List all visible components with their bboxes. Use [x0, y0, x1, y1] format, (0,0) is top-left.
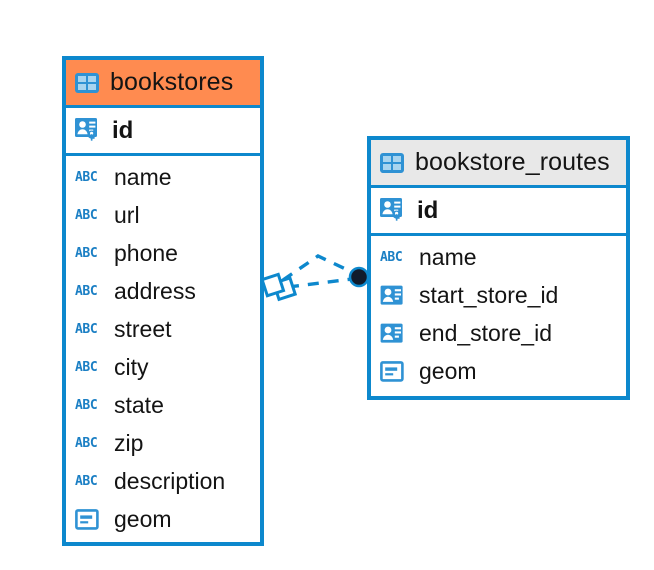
- entity-bookstores[interactable]: bookstores: [62, 56, 264, 546]
- field-row-geom[interactable]: geom: [66, 500, 260, 538]
- field-row-name[interactable]: ABC name: [371, 238, 626, 276]
- field-list-bookstore-routes: ABC name start_store_id: [371, 236, 626, 394]
- field-label: description: [114, 467, 226, 494]
- filled-circle-marker: [348, 266, 370, 288]
- field-label: geom: [114, 505, 172, 532]
- primary-key-section: id: [371, 188, 626, 236]
- field-label: url: [114, 201, 140, 228]
- entity-header-bookstore-routes[interactable]: bookstore_routes: [371, 140, 626, 188]
- field-row-zip[interactable]: ABC zip: [66, 424, 260, 462]
- field-row-address[interactable]: ABC address: [66, 272, 260, 310]
- primary-key-icon: [380, 197, 408, 224]
- field-label: start_store_id: [419, 281, 559, 308]
- field-label: state: [114, 391, 164, 418]
- text-field-icon: ABC: [75, 283, 98, 299]
- field-row-start-store-id[interactable]: start_store_id: [371, 276, 626, 314]
- field-row-geom[interactable]: geom: [371, 352, 626, 390]
- field-list-bookstores: ABC name ABC url ABC phone ABC address A…: [66, 156, 260, 542]
- relationship-line-straight: [287, 277, 353, 289]
- field-row-end-store-id[interactable]: end_store_id: [371, 314, 626, 352]
- text-field-icon: ABC: [75, 207, 98, 223]
- field-label: address: [114, 277, 196, 304]
- entity-title: bookstore_routes: [415, 148, 610, 176]
- field-row-primary-key[interactable]: id: [66, 108, 260, 153]
- text-field-icon: ABC: [75, 473, 98, 489]
- field-label: end_store_id: [419, 319, 552, 346]
- foreign-key-icon: [380, 285, 410, 306]
- field-row-name[interactable]: ABC name: [66, 158, 260, 196]
- geometry-field-icon: [380, 360, 410, 382]
- text-field-icon: ABC: [75, 435, 98, 451]
- field-label: city: [114, 353, 149, 380]
- field-label: street: [114, 315, 172, 342]
- field-label: phone: [114, 239, 178, 266]
- field-row-primary-key[interactable]: id: [371, 188, 626, 233]
- primary-key-icon: [75, 117, 103, 144]
- field-label: name: [114, 163, 172, 190]
- text-field-icon: ABC: [75, 321, 98, 337]
- text-field-icon: ABC: [75, 169, 98, 185]
- entity-bookstore-routes[interactable]: bookstore_routes: [367, 136, 630, 400]
- entity-title: bookstores: [110, 68, 234, 96]
- diamond-marker: [260, 272, 298, 302]
- field-row-city[interactable]: ABC city: [66, 348, 260, 386]
- field-label: geom: [419, 357, 477, 384]
- field-label: id: [417, 196, 439, 224]
- field-row-description[interactable]: ABC description: [66, 462, 260, 500]
- geometry-field-icon: [75, 508, 105, 530]
- text-field-icon: ABC: [75, 245, 98, 261]
- field-label: name: [419, 243, 477, 270]
- field-row-street[interactable]: ABC street: [66, 310, 260, 348]
- foreign-key-icon: [380, 323, 410, 344]
- text-field-icon: ABC: [75, 359, 98, 375]
- table-icon: [74, 72, 100, 94]
- field-row-phone[interactable]: ABC phone: [66, 234, 260, 272]
- field-label: zip: [114, 429, 144, 456]
- relationship-line-arc: [282, 254, 355, 282]
- table-icon: [379, 152, 405, 174]
- text-field-icon: ABC: [380, 249, 403, 265]
- primary-key-section: id: [66, 108, 260, 156]
- field-row-state[interactable]: ABC state: [66, 386, 260, 424]
- field-label: id: [112, 116, 134, 144]
- text-field-icon: ABC: [75, 397, 98, 413]
- field-row-url[interactable]: ABC url: [66, 196, 260, 234]
- entity-header-bookstores[interactable]: bookstores: [66, 60, 260, 108]
